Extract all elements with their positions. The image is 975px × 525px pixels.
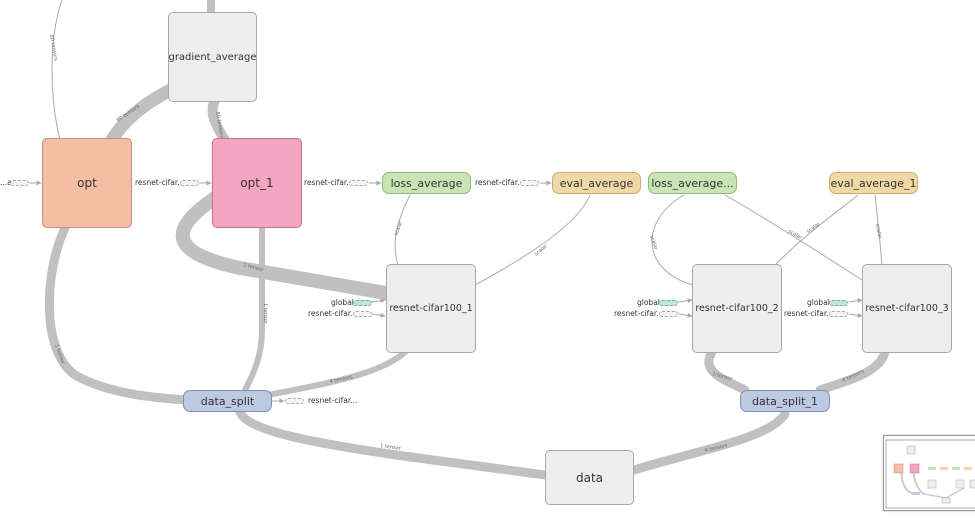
edge-opt1-r1 xyxy=(175,191,393,300)
edge-data-split1 xyxy=(629,409,790,475)
edge-label-r3-loss2: scalar xyxy=(787,229,804,242)
arrow-r3-resnet xyxy=(848,312,863,318)
edge-r2-loss2 xyxy=(651,194,694,286)
node-loss-average-2-label: loss_average... xyxy=(651,176,734,190)
stub-label-opt-to-opt1: resnet-cifar... xyxy=(135,178,185,187)
edge-opt1-gradient xyxy=(207,95,230,145)
node-gradient-average[interactable]: gradient_average xyxy=(168,12,257,102)
edge-r3-split1 xyxy=(815,347,890,395)
edge-r2-eval1 xyxy=(774,194,859,266)
node-gradient-average-label: gradient_average xyxy=(168,51,257,63)
edge-label-r3-eval1: scalar xyxy=(874,223,883,240)
stub-r2-resnet[interactable] xyxy=(659,311,678,317)
edge-r1-loss xyxy=(394,194,411,266)
node-resnet-cifar100-3[interactable]: resnet-cifar100_3 xyxy=(862,264,952,353)
edge-opt1-split xyxy=(242,225,265,393)
node-eval-average-1[interactable]: eval_average_1 xyxy=(829,172,918,194)
node-opt-1[interactable]: opt_1 xyxy=(212,138,302,228)
stub-label-opt1-to-loss: resnet-cifar... xyxy=(304,178,354,187)
stub-label-split-out: resnet-cifar... xyxy=(308,396,358,405)
node-opt-1-label: opt_1 xyxy=(240,176,274,190)
stub-label-loss-to-eval: resnet-cifar... xyxy=(475,178,525,187)
edge-label-r1-eval: scalar xyxy=(533,243,549,258)
node-resnet-cifar100-1[interactable]: resnet-cifar100_1 xyxy=(386,264,476,353)
edge-opt-top xyxy=(51,0,63,141)
node-resnet-cifar100-2-label: resnet-cifar100_2 xyxy=(695,303,779,314)
stub-label-r2-global: global xyxy=(637,298,660,307)
edge-label-r1-split: 4 tensors xyxy=(329,374,353,385)
node-resnet-cifar100-2[interactable]: resnet-cifar100_2 xyxy=(692,264,782,353)
stub-label-r1-global: global xyxy=(331,298,354,307)
edge-label-opt1-r1: 1 tensor xyxy=(242,262,264,273)
edge-r3-eval1 xyxy=(874,194,883,266)
stub-r3-global[interactable] xyxy=(829,300,848,306)
edge-label-r1-loss: scalar xyxy=(393,220,404,237)
edge-label-opt1-split: 1 tensor xyxy=(262,303,268,325)
node-data-split-1[interactable]: data_split_1 xyxy=(740,390,830,412)
edge-label-data-split1: 4 tensors xyxy=(704,443,728,454)
edge-label-split-data: 1 tensor xyxy=(380,443,402,452)
node-loss-average-label: loss_average xyxy=(390,176,463,190)
node-loss-average[interactable]: loss_average xyxy=(382,172,471,194)
stub-opt1-to-loss[interactable] xyxy=(349,180,368,186)
node-data-split-label: data_split xyxy=(200,394,255,408)
stub-r3-resnet[interactable] xyxy=(829,311,848,317)
minimap-preview xyxy=(885,439,975,509)
edge-label-opt-top: 80 tensors xyxy=(48,34,59,62)
edge-label-opt1-gradient: 80 tensors xyxy=(214,111,225,139)
stub-r1-global[interactable] xyxy=(353,300,372,306)
node-eval-average-1-label: eval_average_1 xyxy=(830,176,917,190)
edge-r2-split1 xyxy=(704,347,750,395)
stub-label-r1-resnet: resnet-cifar... xyxy=(308,309,358,318)
stub-opt-to-opt1[interactable] xyxy=(180,180,199,186)
edge-label-r2-loss2: scalar xyxy=(648,235,659,252)
stub-r1-resnet[interactable] xyxy=(353,311,372,317)
node-data-split[interactable]: data_split xyxy=(183,390,272,412)
stub-label-r2-resnet: resnet-cifar... xyxy=(614,309,664,318)
node-data-split-1-label: data_split_1 xyxy=(752,394,818,408)
node-data[interactable]: data xyxy=(545,450,634,505)
node-resnet-cifar100-3-label: resnet-cifar100_3 xyxy=(865,303,949,314)
stub-opt-in[interactable] xyxy=(10,180,29,186)
minimap[interactable] xyxy=(883,435,975,511)
arrow-r2-resnet xyxy=(678,312,693,318)
arrow-r3-global xyxy=(848,298,863,304)
stub-loss-to-eval[interactable] xyxy=(520,180,539,186)
arrow-r2-global xyxy=(678,298,693,304)
node-eval-average-label: eval_average xyxy=(559,176,634,190)
edge-label-r2-eval1: scalar xyxy=(806,221,822,235)
node-opt-label: opt xyxy=(77,176,97,190)
stub-r2-global[interactable] xyxy=(659,300,678,306)
node-loss-average-2[interactable]: loss_average... xyxy=(648,172,737,194)
edge-label-r2-split1: 1 tensor xyxy=(711,371,733,382)
edge-r1-eval xyxy=(474,194,591,286)
edge-opt-split xyxy=(44,223,190,405)
edge-split-data xyxy=(235,407,550,480)
arrow-r1-resnet xyxy=(371,312,386,318)
stub-split-out[interactable] xyxy=(285,398,304,404)
stub-label-r3-resnet: resnet-cifar... xyxy=(784,309,834,318)
stub-label-r3-global: global xyxy=(807,298,830,307)
edge-r3-loss2 xyxy=(724,194,863,281)
node-eval-average[interactable]: eval_average xyxy=(552,172,641,194)
node-data-label: data xyxy=(575,470,604,485)
edge-r1-split xyxy=(265,349,408,398)
node-opt[interactable]: opt xyxy=(42,138,132,228)
node-resnet-cifar100-1-label: resnet-cifar100_1 xyxy=(389,303,473,314)
arrow-r1-global xyxy=(371,298,386,304)
